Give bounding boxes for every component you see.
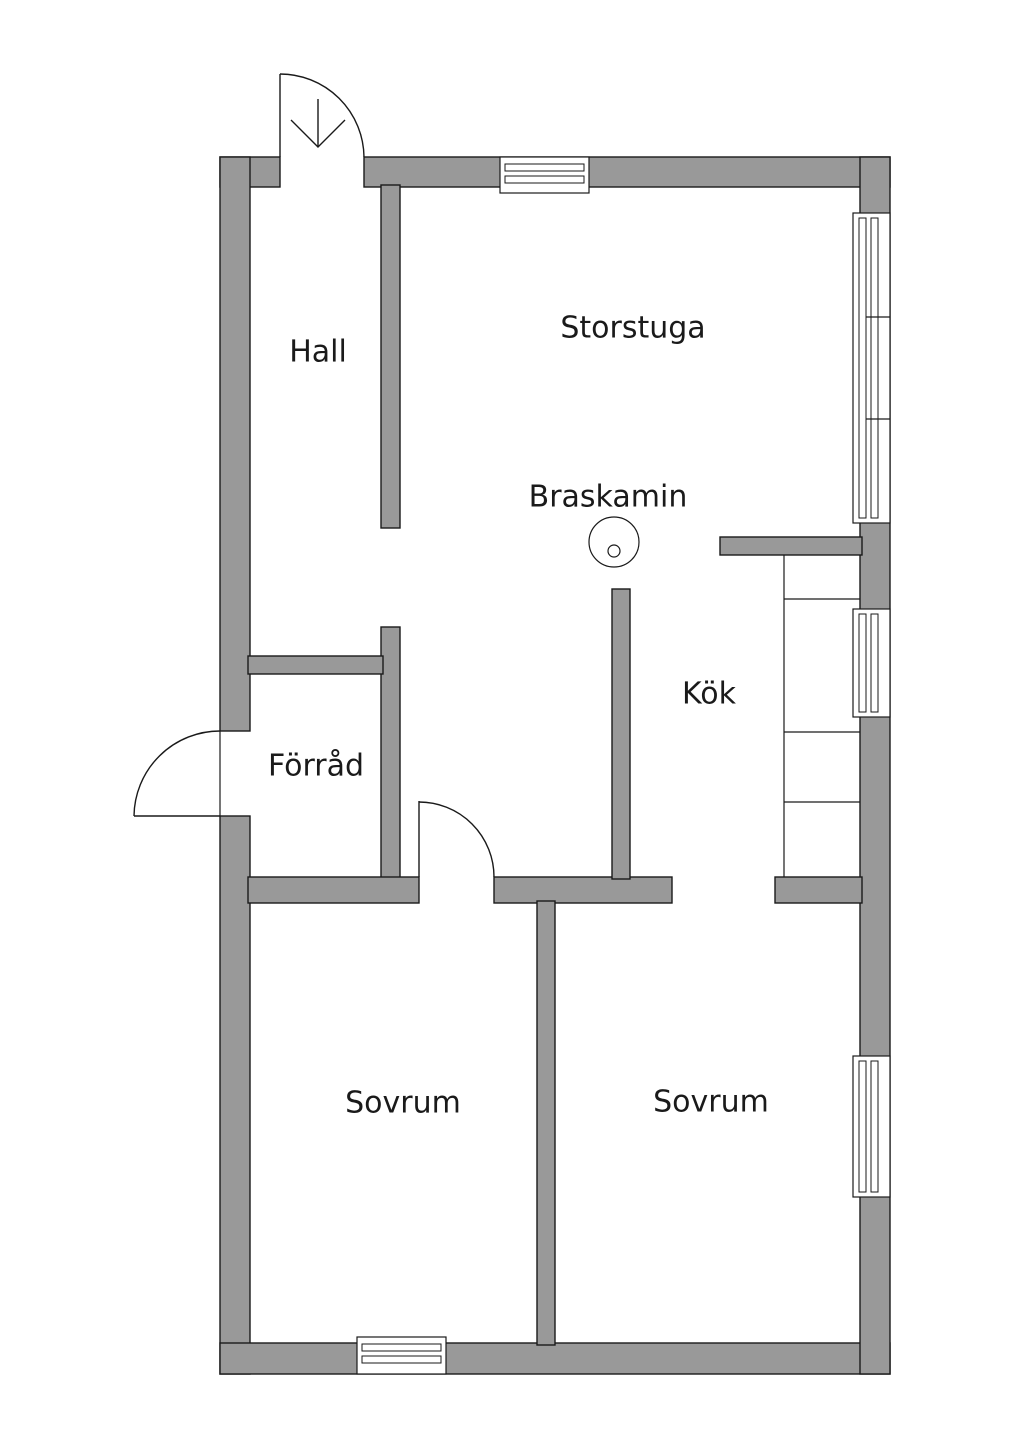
bedroom-door-left <box>418 801 495 878</box>
wall-between-sovrum <box>536 900 556 1346</box>
window-bottom <box>356 1336 447 1375</box>
wall-left-upper <box>219 156 251 732</box>
window-top <box>499 156 590 194</box>
window-right-kok <box>852 608 891 718</box>
windows <box>356 156 891 1375</box>
label-braskamin: Braskamin <box>529 480 688 515</box>
entrance-door <box>279 73 365 158</box>
wall-sovrum-right-top <box>774 876 863 904</box>
label-forrad: Förråd <box>268 749 364 784</box>
wall-forrad-top <box>247 655 384 675</box>
wall-top-right <box>363 156 891 188</box>
storage-door <box>133 730 221 817</box>
label-sovrum-left: Sovrum <box>345 1086 461 1121</box>
fireplace-icon <box>588 516 640 568</box>
label-hall: Hall <box>289 335 347 370</box>
wall-sovrum-left-top-a <box>247 876 420 904</box>
wall-forrad-right <box>380 626 401 880</box>
wall-bottom <box>219 1342 891 1375</box>
label-sovrum-right: Sovrum <box>653 1085 769 1120</box>
wall-kok-stub <box>719 536 863 556</box>
label-storstuga: Storstuga <box>560 311 705 346</box>
window-right-sovrum <box>852 1055 891 1198</box>
interior-walls <box>247 184 863 1346</box>
room-labels: Hall Storstuga Braskamin Kök Förråd Sovr… <box>268 311 769 1121</box>
wall-storstuga-kok <box>611 588 631 880</box>
wall-left-lower <box>219 815 251 1375</box>
wall-hall-storstuga <box>380 184 401 529</box>
label-kok: Kök <box>682 677 737 712</box>
wall-sovrum-top-b <box>493 876 673 904</box>
doors <box>133 73 495 878</box>
window-right-storstuga <box>852 212 891 524</box>
kitchen-counter <box>783 555 860 877</box>
